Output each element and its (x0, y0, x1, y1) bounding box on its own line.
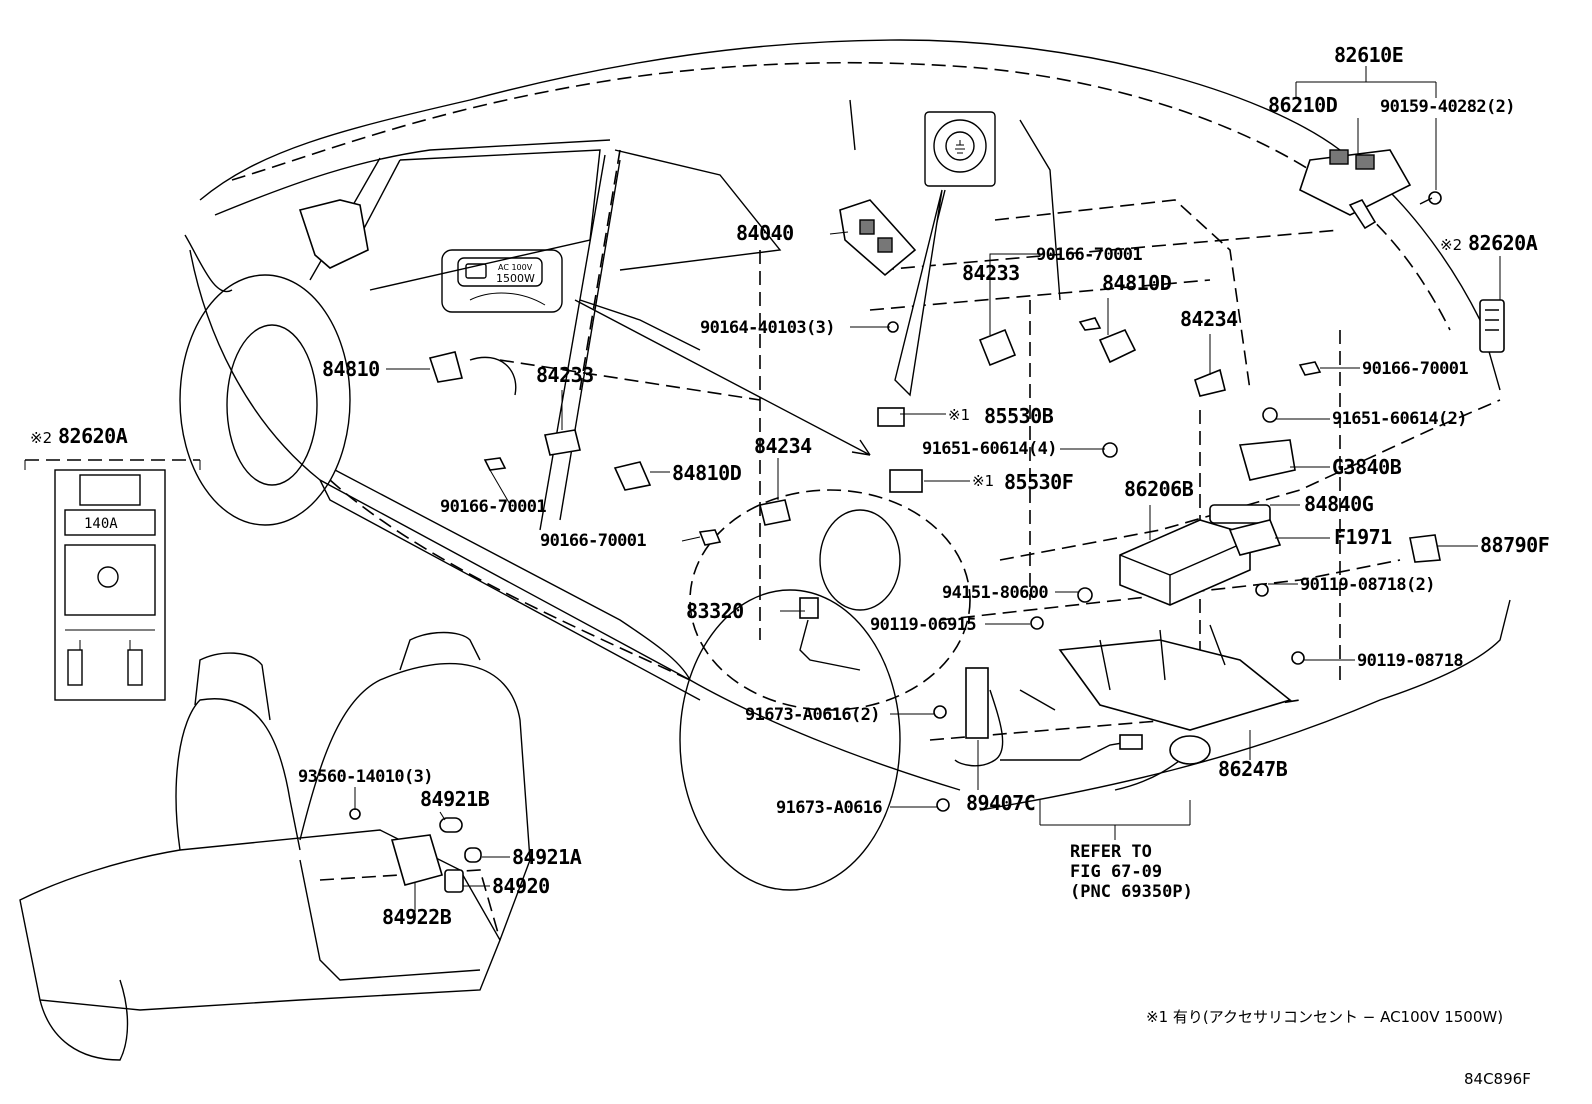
mark-2-left: ※2 (30, 429, 52, 447)
part-glyphs (349, 149, 1505, 893)
label-83320: 83320 (686, 599, 744, 623)
label-86210d: 86210D (1268, 93, 1338, 117)
footnote: ※1 有り(アクセサリコンセント − AC100V 1500W) (1146, 1008, 1503, 1026)
part-labels: 82610E 86210D 90159-40282(2) ※2 82620A ※… (30, 43, 1550, 1088)
mark-2-right: ※2 (1440, 236, 1462, 254)
label-90119-08718: 90119-08718 (1357, 651, 1463, 671)
label-82620a-right: 82620A (1468, 231, 1538, 255)
car-body (179, 39, 1511, 891)
label-86206b: 86206B (1124, 477, 1194, 501)
label-85530f: 85530F (1004, 470, 1073, 494)
label-84920: 84920 (492, 874, 550, 898)
refer-line-1: REFER TO (1070, 842, 1152, 862)
label-88790f: 88790F (1480, 533, 1549, 557)
label-84810d-left: 84810D (672, 461, 742, 485)
leader-lines (354, 66, 1501, 912)
label-90164-40103: 90164-40103(3) (700, 318, 835, 338)
rear-seat (19, 631, 531, 1061)
ac-badge-inset: AC 100V 1500W (441, 249, 563, 313)
label-84234-left: 84234 (754, 434, 812, 458)
label-90166-70001-mid: 90166-70001 (540, 531, 646, 551)
outlet-knob-inset (894, 111, 996, 397)
label-86247b: 86247B (1218, 757, 1288, 781)
label-84922b: 84922B (382, 905, 452, 929)
label-90119-08718-2: 90119-08718(2) (1300, 575, 1435, 595)
label-85530b: 85530B (984, 404, 1054, 428)
label-84234-top: 84234 (1180, 307, 1238, 331)
label-91673-a0616: 91673-A0616 (776, 798, 882, 818)
label-82620a-left: 82620A (58, 424, 128, 448)
label-90159-40282: 90159-40282(2) (1380, 97, 1515, 117)
label-g3840b: G3840B (1332, 455, 1402, 479)
sensor-86210d-glyph (1299, 149, 1412, 216)
figure-code: 84C896F (1464, 1070, 1531, 1088)
ac-badge-line1: AC 100V (498, 263, 533, 272)
label-91673-a0616-2: 91673-A0616(2) (745, 705, 880, 725)
label-84810: 84810 (322, 357, 380, 381)
label-84040: 84040 (736, 221, 794, 245)
mark-1-85530b: ※1 (948, 406, 970, 424)
label-82610e: 82610E (1334, 43, 1403, 67)
label-90166-70001-top: 90166-70001 (1036, 245, 1142, 265)
label-f1971: F1971 (1334, 525, 1392, 549)
label-91651-60614-2: 91651-60614(2) (1332, 409, 1467, 429)
label-90166-70001-left: 90166-70001 (440, 497, 546, 517)
ecu-86206b-glyph (1119, 519, 1251, 606)
label-94151-80600: 94151-80600 (942, 583, 1048, 603)
ac-badge-line2: 1500W (496, 272, 535, 285)
mark-1-85530f: ※1 (972, 472, 994, 490)
relay-82620a-glyph (1479, 299, 1505, 353)
refer-line-2: FIG 67-09 (1070, 862, 1162, 882)
fuse-block-inset: 140A (24, 459, 201, 701)
label-90166-70001-right: 90166-70001 (1362, 359, 1468, 379)
label-84921a: 84921A (512, 845, 582, 869)
bracket-86247b-glyph (1058, 639, 1292, 731)
label-84233-top: 84233 (962, 261, 1020, 285)
label-84810d-top: 84810D (1102, 271, 1172, 295)
label-93560-14010: 93560-14010(3) (298, 767, 433, 787)
label-89407c: 89407C (966, 791, 1035, 815)
label-91651-60614-4: 91651-60614(4) (922, 439, 1057, 459)
refer-line-3: (PNC 69350P) (1070, 882, 1193, 902)
label-84840g: 84840G (1304, 492, 1374, 516)
label-84233-left: 84233 (536, 363, 594, 387)
label-90119-06915: 90119-06915 (870, 615, 976, 635)
fuse-140a-label: 140A (84, 516, 118, 532)
label-84921b: 84921B (420, 787, 490, 811)
